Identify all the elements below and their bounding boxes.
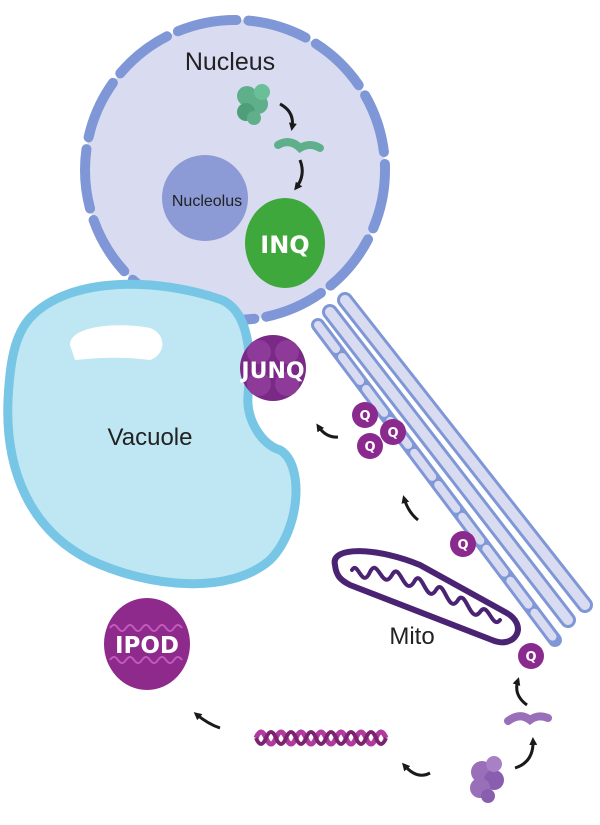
svg-text:Q: Q [525,650,536,665]
vacuole-label: Vacuole [108,424,193,451]
svg-text:Q: Q [387,426,398,441]
ipod-label: IPOD [115,633,179,659]
misfolded-protein-icon [237,84,270,125]
endoplasmic-reticulum [311,292,593,647]
inq-compartment: INQ [245,198,325,288]
nucleolus: Nucleolus [162,155,248,241]
nucleus-label: Nucleus [185,48,275,76]
mito-label: Mito [389,623,434,650]
ipod-compartment: IPOD [104,598,190,690]
arrow-icon [193,712,221,730]
junq-compartment: JUNQ [239,335,306,401]
misfolded-protein-icon [470,756,504,803]
mitochondrion: Mito [331,548,521,650]
q-particle: Q [352,402,378,428]
q-particle-cluster: Q Q Q [352,402,406,459]
vacuole: Vacuole [3,279,301,589]
arrow-icon [401,495,419,522]
q-particle: Q [380,419,406,445]
arrow-icon [316,423,339,439]
svg-text:Q: Q [457,538,468,553]
svg-text:Q: Q [359,409,370,424]
svg-text:Q: Q [364,440,375,455]
unfolded-protein-icon [274,138,324,154]
inq-label: INQ [260,231,309,259]
arrow-icon [512,677,528,707]
amyloid-fibril-icon [253,729,389,747]
arrow-icon [514,737,538,770]
q-particle: Q [518,643,544,669]
junq-label: JUNQ [239,359,304,384]
vacuole-highlight [70,325,163,360]
q-particle: Q [450,531,476,557]
arrow-icon [294,159,304,191]
arrow-icon [279,102,297,131]
unfolded-protein-icon [504,712,552,726]
nucleolus-label: Nucleolus [172,193,242,210]
arrow-icon [402,762,431,777]
q-particle: Q [357,433,383,459]
